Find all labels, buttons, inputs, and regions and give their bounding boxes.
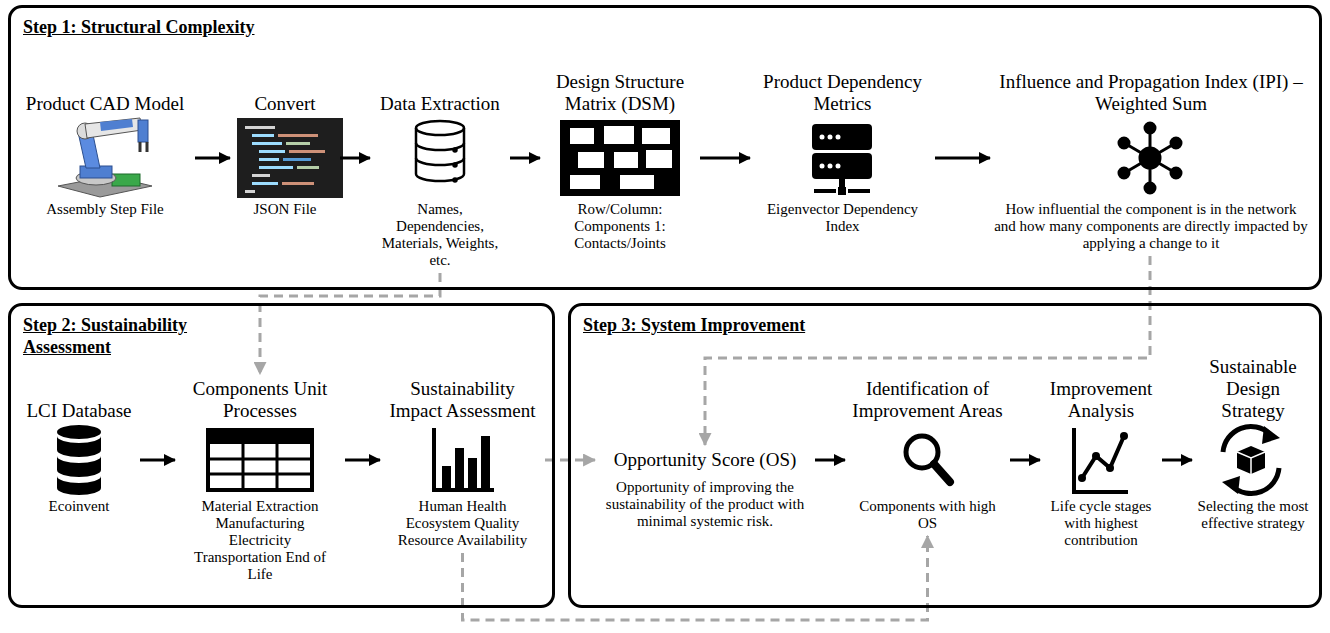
- step-caption: Material Extraction Manufacturing Electr…: [190, 498, 330, 583]
- server-icon: [812, 124, 872, 195]
- step-title: Product Dependency Metrics: [754, 71, 931, 115]
- icon-space: [79, 422, 80, 498]
- step-title: Components Unit Processes: [179, 378, 341, 422]
- icon-space: [1253, 422, 1254, 498]
- step-caption: Row/Column: Components 1: Contacts/Joint…: [544, 201, 696, 252]
- step-caption: Components with high OS: [849, 498, 1006, 532]
- flow-arrow: [195, 157, 230, 160]
- step-panel: Step 1: Structural ComplexityProduct CAD…: [8, 5, 1322, 290]
- process-step: Components Unit ProcessesMaterial Extrac…: [175, 374, 345, 587]
- dsm-matrix-icon: [560, 120, 680, 196]
- icon-space: [1101, 422, 1102, 498]
- process-step: Product CAD ModelAssembly Step File: [15, 89, 195, 222]
- flow-arrow: [1162, 459, 1192, 462]
- flow-arrow: [340, 157, 370, 160]
- flow-arrow: [345, 459, 380, 462]
- step-title: Improvement Analysis: [1044, 378, 1158, 422]
- process-step: Influence and Propagation Index (IPI) – …: [990, 67, 1312, 256]
- process-step: Product Dependency MetricsEigenvector De…: [750, 67, 935, 239]
- step-caption: Selecting the most effective strategy: [1196, 498, 1310, 532]
- step-heading: Step 3: System Improvement: [583, 314, 983, 336]
- icon-space: [440, 115, 441, 201]
- flow-arrow: [700, 157, 750, 160]
- network-icon: [1119, 123, 1181, 193]
- step-title: Data Extraction: [374, 93, 506, 115]
- step-title: Opportunity Score (OS): [599, 449, 811, 471]
- step-caption: Assembly Step File: [19, 201, 191, 218]
- bar-chart-icon: [434, 428, 494, 490]
- database-icon: [416, 121, 464, 182]
- flow-arrow: [510, 157, 540, 160]
- step-caption: Eigenvector Dependency Index: [754, 201, 931, 235]
- step-caption: How influential the component is in the …: [994, 201, 1308, 252]
- recycle-strategy-icon: [1222, 426, 1280, 494]
- step-title: Influence and Propagation Index (IPI) – …: [994, 71, 1308, 115]
- flow-arrow: [815, 459, 845, 462]
- flow-arrow: [935, 157, 990, 160]
- step-title: Sustainable Design Strategy: [1196, 356, 1310, 422]
- icon-space: [620, 115, 621, 201]
- step-title: Product CAD Model: [19, 93, 191, 115]
- icon-space: [705, 471, 706, 479]
- step-caption: Opportunity of improving the sustainabil…: [599, 479, 811, 530]
- flow-arrow: [1010, 459, 1040, 462]
- process-step: Sustainable Design StrategySelecting the…: [1192, 352, 1314, 536]
- icon-space: [260, 422, 261, 498]
- step-caption: Ecoinvent: [22, 498, 136, 515]
- process-step: Improvement AnalysisLife cycle stages wi…: [1040, 374, 1162, 553]
- step-caption: JSON File: [234, 201, 336, 218]
- step-heading: Step 2: Sustainability Assessment: [23, 314, 223, 358]
- process-step: Opportunity Score (OS) Opportunity of imp…: [595, 445, 815, 534]
- process-step: Data ExtractionNames, Dependencies, Mate…: [370, 89, 510, 273]
- unit-process-table-icon: [208, 430, 312, 490]
- json-code-icon: [237, 118, 343, 198]
- flow-arrow: [140, 459, 175, 462]
- step-title: Convert: [234, 93, 336, 115]
- step-caption: Human Health Ecosystem Quality Resource …: [393, 498, 533, 549]
- icon-space: [462, 422, 463, 498]
- process-step: Identification of Improvement AreasCompo…: [845, 374, 1010, 536]
- robot-arm-illustration: [58, 118, 152, 197]
- icon-space: [285, 115, 286, 201]
- line-chart-icon: [1074, 428, 1128, 492]
- icon-space: [105, 115, 106, 201]
- process-step: LCI DatabaseEcoinvent: [18, 396, 140, 519]
- step-caption: Names, Dependencies, Materials, Weights,…: [374, 201, 506, 269]
- step-title: Sustainability Impact Assessment: [384, 378, 541, 422]
- magnifier-icon: [906, 436, 950, 482]
- step-title: Design Structure Matrix (DSM): [544, 71, 696, 115]
- process-step: ConvertJSON File: [230, 89, 340, 222]
- step-caption: Life cycle stages with highest contribut…: [1044, 498, 1158, 549]
- icon-space: [1151, 115, 1152, 201]
- step-panel: Step 3: System ImprovementOpportunity Sc…: [568, 303, 1322, 608]
- step-panel: Step 2: Sustainability AssessmentLCI Dat…: [8, 303, 555, 608]
- lci-database-icon: [57, 425, 101, 495]
- step-title: Identification of Improvement Areas: [849, 378, 1006, 422]
- step-heading: Step 1: Structural Complexity: [23, 16, 423, 38]
- step-title: LCI Database: [22, 400, 136, 422]
- process-step: Design Structure Matrix (DSM) Row/Column:…: [540, 67, 700, 256]
- process-step: Sustainability Impact AssessmentHuman He…: [380, 374, 545, 553]
- icon-space: [927, 422, 928, 498]
- icon-space: [842, 115, 843, 201]
